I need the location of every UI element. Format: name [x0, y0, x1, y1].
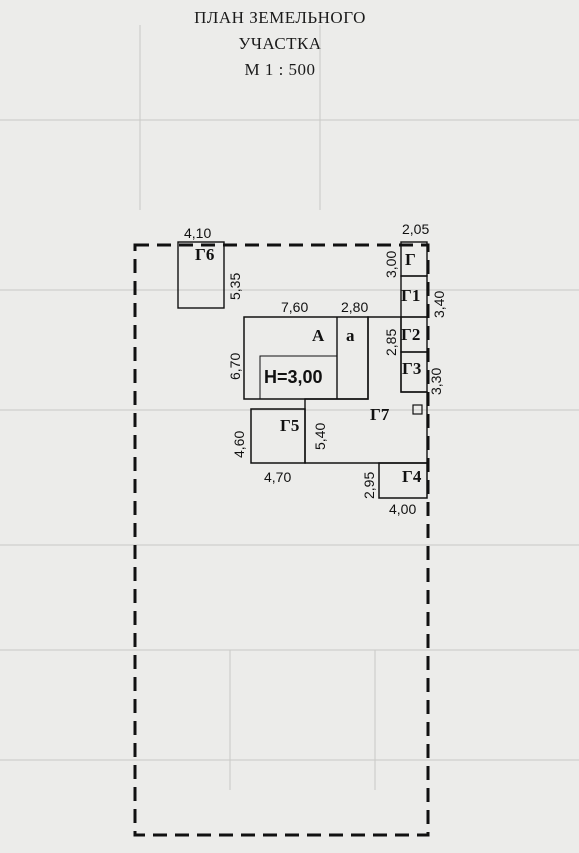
house-width-dim: 7,60	[281, 299, 308, 315]
building-g5-label: Г5	[280, 416, 299, 435]
height-note-box	[259, 355, 338, 400]
building-g6-outline	[177, 241, 225, 309]
g-width-dim: 2,05	[402, 221, 429, 237]
g-height-dim: 3,00	[383, 251, 399, 278]
g4-height-dim: 2,95	[361, 472, 377, 499]
building-g7-label: Г7	[370, 405, 390, 424]
g2-height-dim: 2,85	[383, 329, 399, 356]
house-a-label: А	[312, 326, 325, 345]
background-form-lines	[0, 25, 579, 790]
g5-height-dim: 4,60	[231, 431, 247, 458]
building-g5-outline	[250, 408, 306, 464]
annex-a-label: а	[346, 326, 355, 345]
building-g-label: Г	[405, 250, 416, 269]
plan-title-line2: УЧАСТКА	[238, 34, 322, 53]
building-g4-outline	[378, 462, 428, 499]
building-g2-label: Г2	[401, 325, 420, 344]
g3-height-dim: 3,30	[428, 368, 444, 395]
plan-scale: М 1 : 500	[244, 60, 316, 79]
g5-width-dim: 4,70	[264, 469, 291, 485]
g4-width-dim: 4,00	[389, 501, 416, 517]
annex-width-dim: 2,80	[341, 299, 368, 315]
g1-height-dim: 3,40	[431, 291, 447, 318]
building-g1-label: Г1	[401, 286, 420, 305]
plan-title: ПЛАН ЗЕМЕЛЬНОГО	[194, 8, 366, 27]
building-g4-label: Г4	[402, 467, 422, 486]
small-structure-marker	[412, 404, 423, 415]
building-g3-label: Г3	[402, 359, 421, 378]
building-g6-label: Г6	[195, 245, 214, 264]
house-height-dim: 6,70	[227, 353, 243, 380]
g6-height-dim: 5,35	[227, 273, 243, 300]
g5-right-dim: 5,40	[312, 423, 328, 450]
height-note: Н=3,00	[264, 367, 323, 387]
plot-boundary	[133, 243, 430, 837]
g6-width-dim: 4,10	[184, 225, 211, 241]
